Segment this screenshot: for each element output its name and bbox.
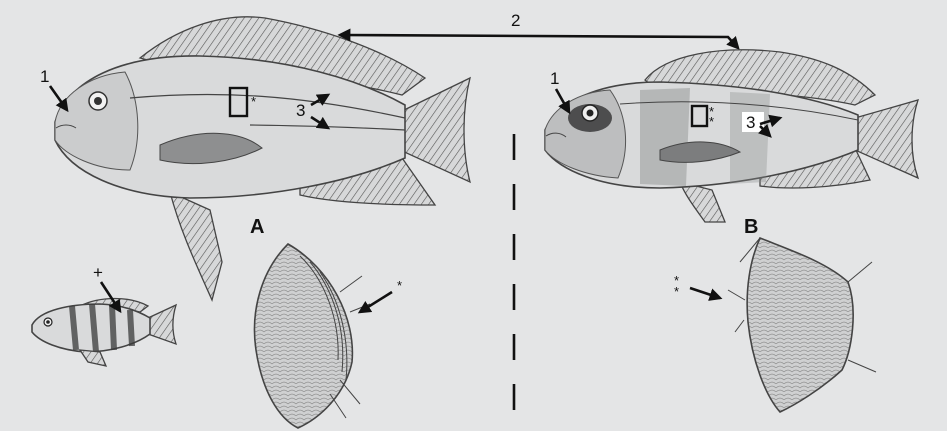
fish-b-scale-marker-bottom: *	[709, 114, 714, 129]
juvenile-fish-illustration	[32, 299, 176, 367]
scale-b-marker-bottom: *	[674, 284, 679, 299]
panel-label-b: B	[744, 216, 758, 238]
fish-b-callout-1: 1	[550, 69, 559, 88]
juvenile-fish-marker: +	[93, 263, 103, 282]
fish-b-callout-3: 3	[746, 113, 755, 132]
fish-a-illustration	[55, 17, 470, 300]
scale-b-illustration	[728, 238, 876, 412]
fish-a-scale-marker: *	[251, 94, 256, 109]
scale-a-arrow	[360, 292, 392, 312]
fish-b-tail-fin	[855, 100, 918, 178]
scale-a-marker: *	[397, 278, 402, 293]
panel-label-a: A	[250, 216, 264, 238]
fish-a-callout-3: 3	[296, 101, 305, 120]
scale-b-arrow	[690, 288, 720, 298]
fish-b-head	[545, 90, 626, 178]
scale-a-illustration	[254, 244, 370, 428]
double-arrow-2	[340, 35, 738, 48]
fish-b-illustration	[545, 50, 918, 222]
comparison-arrow: 2	[340, 11, 738, 48]
fish-a-mouth-arrow	[50, 86, 67, 110]
fish-a-tail-fin	[400, 78, 470, 182]
arrow-label-2: 2	[511, 11, 520, 30]
fish-b-pelvic-fin	[680, 182, 725, 222]
fish-a-callout-1: 1	[40, 67, 49, 86]
fish-a-pelvic-fin	[170, 192, 222, 300]
